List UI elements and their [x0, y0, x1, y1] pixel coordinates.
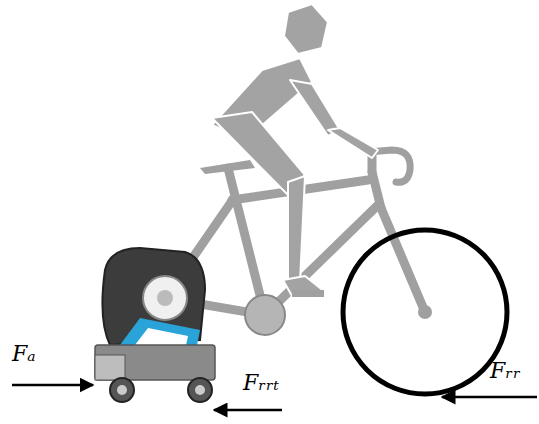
- trainer: [95, 248, 215, 402]
- force-arrow: [442, 396, 537, 399]
- rider: [212, 4, 378, 296]
- force-label: Fᵣᵣₜ: [243, 372, 279, 394]
- front-hub: [418, 305, 432, 319]
- force-arrow: [12, 384, 93, 387]
- force-arrow: [214, 409, 282, 412]
- chainring: [245, 295, 285, 335]
- front-wheel: [343, 230, 507, 394]
- force-label: Fₐ: [12, 343, 36, 365]
- force-label: Fᵣᵣ: [490, 360, 521, 382]
- pedal: [292, 290, 324, 297]
- saddle: [200, 160, 255, 174]
